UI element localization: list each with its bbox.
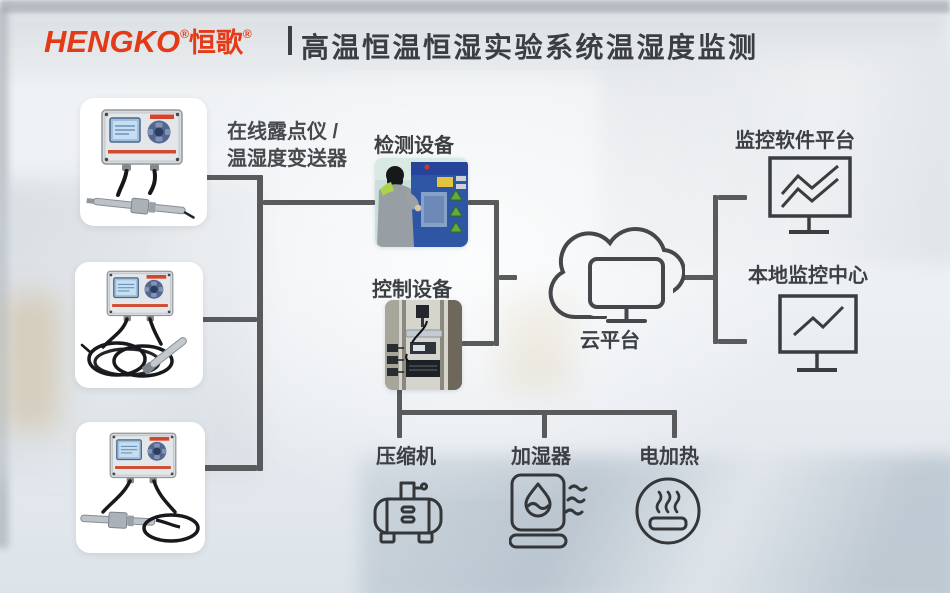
registered-mark-icon: ® (180, 27, 189, 41)
control-equipment-label: 控制设备 (372, 279, 452, 301)
connector-line (499, 275, 517, 280)
connector-line (204, 465, 257, 471)
detection-photo-image (375, 158, 468, 247)
brand-logo-en: HENGKO (44, 24, 181, 59)
control-photo-image (385, 300, 462, 390)
compressor-label: 压缩机 (376, 446, 436, 468)
connector-line-bottom (397, 410, 677, 415)
connector-line (718, 339, 747, 344)
detection-equipment-photo (375, 158, 468, 247)
sensor-caption: 在线露点仪 / 温湿度变送器 (227, 119, 347, 173)
cloud-platform-label: 云平台 (580, 330, 640, 352)
page-title: 高温恒温恒湿实验系统温湿度监测 (301, 32, 759, 63)
humidifier-icon (509, 472, 591, 550)
transmitter-pipeline-image (80, 432, 200, 543)
connector-line (672, 410, 677, 438)
product-card-transmitter-pipeline (76, 422, 205, 553)
connector-line (462, 341, 494, 346)
control-equipment-photo (385, 300, 462, 390)
background-top-strip (0, 0, 950, 13)
monitor-chart-icon (767, 155, 853, 243)
connector-line (263, 200, 375, 205)
humidifier-label: 加湿器 (511, 446, 571, 468)
product-card-transmitter-cables (75, 262, 203, 388)
cloud-platform-icon (535, 206, 685, 351)
connector-line (542, 410, 547, 438)
sensor-caption-line2: 温湿度变送器 (227, 148, 347, 170)
connector-line (468, 200, 496, 205)
heater-icon (634, 476, 702, 546)
connector-line (202, 317, 257, 322)
connector-bracket-left (494, 200, 499, 346)
brand-logo: HENGKO®恒歌® (44, 21, 252, 60)
transmitter-cables-image (80, 270, 187, 378)
connector-bracket-right (713, 195, 718, 344)
compressor-icon (373, 473, 443, 545)
brand-logo-cn: 恒歌 (188, 28, 243, 58)
monitor-trend-icon (777, 293, 861, 381)
registered-mark-icon: ® (242, 27, 252, 41)
connector-line (206, 175, 262, 180)
connector-line (718, 195, 747, 200)
connector-line-main-vertical (257, 175, 263, 471)
background-left-edge (0, 8, 8, 548)
product-card-transmitter-probe (80, 98, 207, 226)
connector-line (683, 275, 714, 280)
detection-equipment-label: 检测设备 (374, 135, 454, 157)
software-platform-label: 监控软件平台 (735, 130, 855, 152)
sensor-caption-line1: 在线露点仪 / (227, 121, 339, 143)
heater-label: 电加热 (639, 446, 699, 468)
transmitter-probe-image (86, 109, 195, 219)
background-accent (4, 295, 59, 430)
local-monitoring-label: 本地监控中心 (748, 265, 868, 287)
header-divider (288, 26, 292, 55)
